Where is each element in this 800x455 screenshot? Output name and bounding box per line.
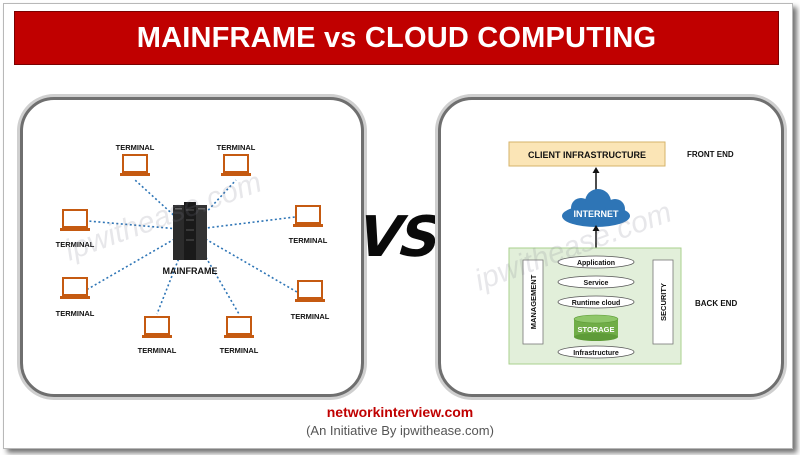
client-infrastructure-label: CLIENT INFRASTRUCTURE — [528, 150, 646, 160]
application-label: Application — [577, 260, 615, 267]
terminal-label: TERMINAL — [116, 143, 155, 152]
terminal-icon — [142, 316, 172, 338]
terminal-icon — [293, 205, 323, 227]
terminal-icon — [221, 154, 251, 176]
service-label: Service — [584, 280, 609, 287]
runtime-cloud-layer — [557, 295, 635, 309]
front-end-label: FRONT END — [687, 150, 734, 159]
internet-label: INTERNET — [574, 209, 620, 219]
management-label: MANAGEMENT — [529, 274, 538, 329]
terminal-link — [134, 179, 191, 231]
storage-label: STORAGE — [578, 325, 615, 334]
runtime-cloud-label: Runtime cloud — [572, 300, 621, 307]
terminal-label: TERMINAL — [289, 236, 328, 245]
footer-site: networkinterview.com — [326, 404, 474, 420]
terminal-icon — [60, 277, 90, 299]
terminal-label: TERMINAL — [291, 312, 330, 321]
mainframe-label: MAINFRAME — [163, 266, 218, 276]
infrastructure-label: Infrastructure — [573, 350, 619, 357]
storage-cylinder-icon — [573, 314, 619, 341]
client-infrastructure-box — [508, 141, 666, 167]
terminal-label: TERMINAL — [138, 346, 177, 355]
security-label: SECURITY — [659, 283, 668, 321]
mainframe-diagram: TERMINAL TERMINAL TERMINAL TERMINAL TERMINAL… — [56, 143, 330, 355]
terminal-label: TERMINAL — [220, 346, 259, 355]
terminal-label: TERMINAL — [56, 309, 95, 318]
terminal-icon — [120, 154, 150, 176]
infrastructure-layer — [557, 345, 635, 359]
cloud-diagram: CLIENT INFRASTRUCTURE FRONT END INTERNET… — [508, 141, 737, 365]
mainframe-panel: TERMINAL TERMINAL TERMINAL TERMINAL TERMINAL… — [20, 97, 364, 397]
terminal-icon — [295, 280, 325, 302]
vs-label: VS — [355, 205, 443, 270]
mainframe-server-icon — [173, 202, 207, 260]
service-layer — [557, 275, 635, 289]
terminal-icon — [60, 209, 90, 231]
terminal-icon — [224, 316, 254, 338]
internet-cloud-icon — [562, 189, 630, 227]
security-box — [652, 259, 674, 345]
terminal-label: TERMINAL — [56, 240, 95, 249]
terminal-link — [189, 229, 240, 315]
footer-subtitle: (An Initiative By ipwithease.com) — [306, 423, 494, 438]
cloud-panel: CLIENT INFRASTRUCTURE FRONT END INTERNET… — [438, 97, 784, 397]
terminal-label: TERMINAL — [217, 143, 256, 152]
terminal-link — [87, 220, 191, 231]
management-box — [522, 259, 544, 345]
back-end-label: BACK END — [695, 299, 737, 308]
title-banner: MAINFRAME vs CLOUD COMPUTING — [14, 11, 779, 65]
page-title: MAINFRAME vs CLOUD COMPUTING — [136, 21, 657, 54]
application-layer — [557, 255, 635, 269]
